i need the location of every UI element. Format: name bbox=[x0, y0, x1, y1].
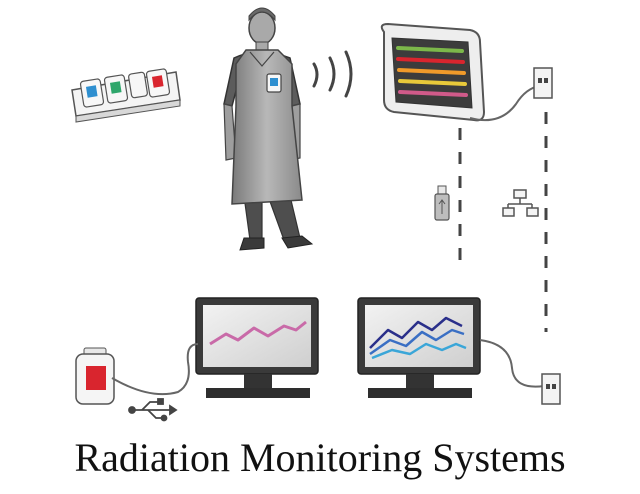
network-icon bbox=[502, 189, 539, 217]
wall-jack-bottom bbox=[541, 373, 561, 405]
reader-panel bbox=[380, 22, 486, 122]
dosimeter-rack-icon bbox=[71, 68, 181, 123]
usb-icon bbox=[128, 398, 178, 422]
dosimeter-device-icon bbox=[75, 347, 115, 405]
monitor-right-line-blue bbox=[369, 328, 465, 356]
dosimeter-usb-cable bbox=[111, 343, 199, 396]
wireless-signal-icon bbox=[312, 50, 353, 98]
usb-drive-icon bbox=[434, 185, 450, 221]
panel-cable bbox=[469, 85, 541, 122]
monitor-right bbox=[357, 297, 481, 398]
monitor-right-line-cyan bbox=[371, 342, 467, 360]
diagram-caption: Radiation Monitoring Systems bbox=[74, 435, 566, 480]
monitor-network-cable bbox=[479, 339, 545, 388]
monitor-right-line-navy bbox=[369, 316, 463, 349]
wall-jack-top bbox=[533, 67, 553, 99]
monitor-left bbox=[195, 297, 319, 398]
reader-status-bars bbox=[396, 46, 468, 97]
monitor-left-trend-line bbox=[209, 320, 307, 346]
worker-figure bbox=[223, 7, 314, 251]
